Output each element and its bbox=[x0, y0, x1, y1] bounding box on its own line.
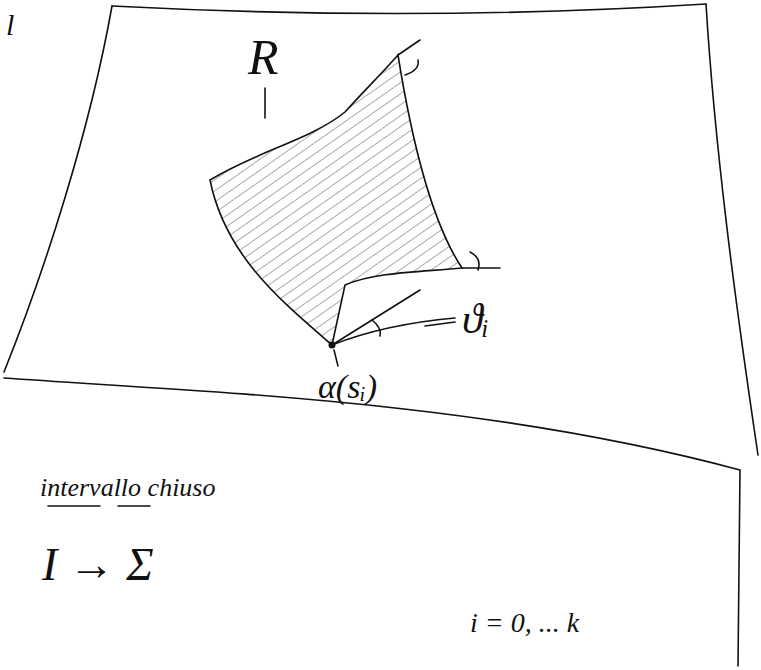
surface-edge bbox=[706, 4, 758, 455]
angle-arc bbox=[405, 60, 418, 75]
angle-label: ϑᵢ bbox=[462, 296, 489, 342]
underline bbox=[48, 505, 150, 507]
region-outline bbox=[210, 55, 462, 345]
tangent-line bbox=[462, 267, 500, 269]
leader-line bbox=[264, 88, 266, 118]
tangent-line bbox=[398, 40, 420, 55]
angle-arc bbox=[470, 252, 479, 270]
surface-edge bbox=[112, 4, 706, 14]
vertex-dot bbox=[329, 342, 336, 349]
leader-line bbox=[425, 322, 455, 326]
angle-arc bbox=[372, 320, 380, 336]
stray-mark: l bbox=[6, 8, 14, 41]
point-label: α(sᵢ) bbox=[318, 368, 377, 405]
tangent-line bbox=[332, 318, 455, 345]
surface-edge bbox=[4, 6, 112, 372]
tangent-line bbox=[332, 290, 420, 345]
index-range: i = 0, ... k bbox=[470, 608, 579, 639]
region-label: R bbox=[248, 30, 279, 85]
surface-edge bbox=[4, 378, 740, 666]
note-text: intervallo chiuso bbox=[40, 474, 215, 503]
leader-line bbox=[334, 350, 338, 366]
map-notation: I → Σ bbox=[42, 540, 154, 591]
